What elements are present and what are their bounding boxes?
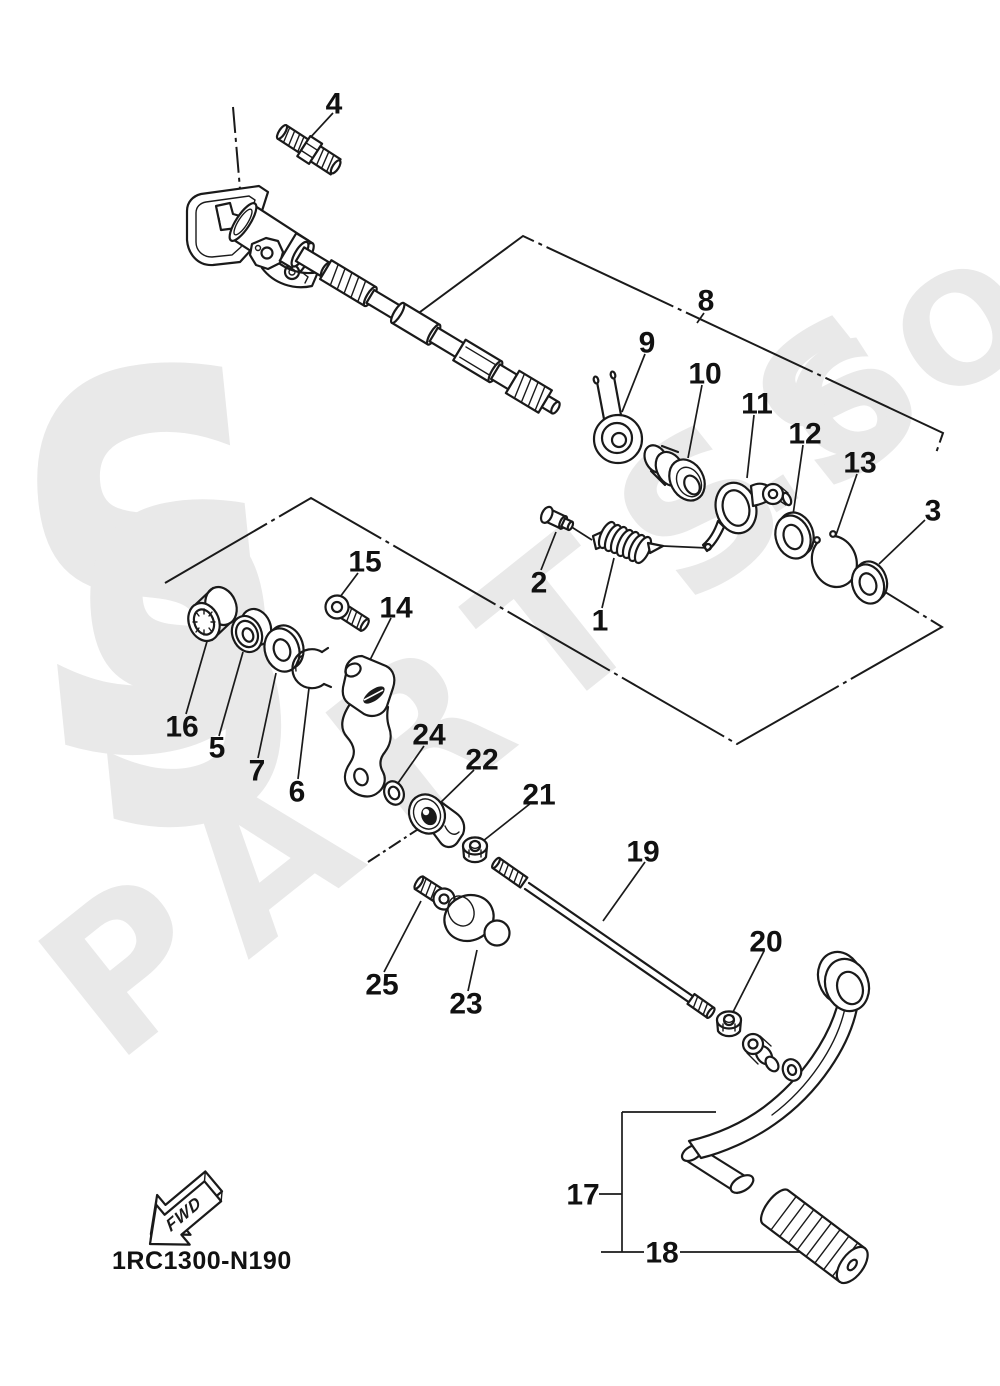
part-10-bushing — [643, 444, 706, 502]
callout-16: 16 — [165, 711, 198, 744]
callout-2: 2 — [531, 567, 548, 600]
part-21-nut — [461, 836, 489, 864]
callout-25: 25 — [365, 969, 398, 1002]
part-11-shift-arm — [701, 481, 793, 553]
callout-23: 23 — [449, 988, 482, 1021]
part-17-shift-pedal — [680, 950, 871, 1195]
callout-17: 17 — [566, 1179, 599, 1212]
callout-1: 1 — [592, 605, 609, 638]
callout-12: 12 — [788, 418, 821, 451]
part-24-collar — [383, 780, 405, 806]
callout-21: 21 — [522, 779, 555, 812]
callout-11: 11 — [741, 388, 773, 421]
part-3-washer — [850, 560, 889, 605]
part-9-torsion-spring — [592, 370, 644, 465]
part-4-bolt — [275, 123, 342, 176]
part-19-shift-rod — [491, 856, 716, 1019]
part-15-bolt — [324, 594, 370, 632]
part-1-spring — [591, 520, 665, 565]
callout-24: 24 — [412, 719, 446, 752]
part-20-nut — [715, 1010, 743, 1038]
callout-20: 20 — [749, 926, 782, 959]
callout-15: 15 — [348, 546, 381, 579]
part-23-boot — [443, 893, 511, 947]
part-14-shift-arm-bracket — [341, 654, 396, 798]
part-8-shift-shaft-assembly — [185, 184, 561, 415]
callout-22: 22 — [465, 744, 498, 777]
callout-labels: 1234567891011121314151617181920212223242… — [165, 88, 941, 1270]
fwd-arrow — [148, 1170, 224, 1246]
callout-8: 8 — [698, 285, 715, 318]
part-6-e-clip — [291, 646, 333, 690]
part-12-washer — [774, 511, 815, 560]
callout-19: 19 — [626, 836, 659, 869]
page-code: 1RC1300-N190 — [112, 1247, 292, 1275]
callout-13: 13 — [843, 447, 876, 480]
callout-5: 5 — [209, 732, 226, 765]
part-2-bolt — [539, 505, 575, 532]
callout-18: 18 — [645, 1237, 678, 1270]
callout-3: 3 — [925, 495, 942, 528]
callout-4: 4 — [326, 88, 343, 121]
part-18-pedal-rubber — [759, 1188, 869, 1285]
callout-6: 6 — [289, 776, 306, 809]
part-5-bearing — [230, 607, 273, 654]
callout-9: 9 — [639, 327, 656, 360]
structure-lines — [164, 106, 945, 1253]
callout-10: 10 — [688, 358, 721, 391]
part-13-circlip — [810, 530, 858, 589]
callout-7: 7 — [249, 755, 266, 788]
leader-lines — [185, 112, 926, 1015]
callout-14: 14 — [379, 592, 413, 625]
part-16-needle-bearing — [187, 585, 238, 643]
part-22-joint-bearing — [407, 793, 466, 849]
